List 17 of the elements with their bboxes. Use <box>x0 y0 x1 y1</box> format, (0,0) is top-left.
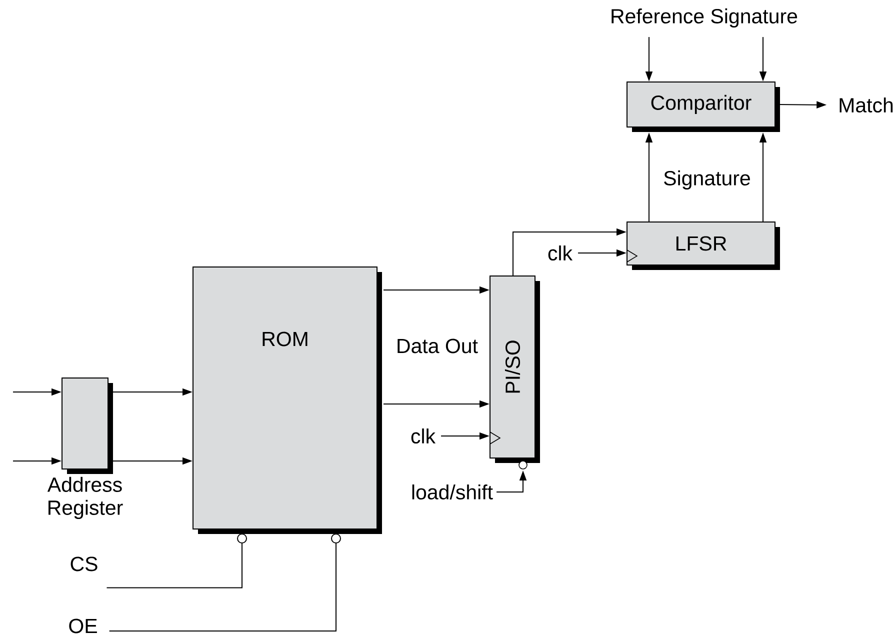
logic-block: Address Register <box>47 377 123 520</box>
bus-label: Data Out <box>398 338 478 354</box>
logic-block: Comparitor <box>626 82 780 132</box>
signal-label: clk <box>548 245 573 261</box>
logic-block: PI/SO <box>490 275 540 470</box>
signal-label: clk <box>411 428 436 444</box>
node-label: Address Register <box>47 476 123 520</box>
signal-line <box>106 533 247 588</box>
logic-block: ROM <box>192 266 382 534</box>
bus-label: Signature <box>664 170 750 190</box>
signal-label: CS <box>70 556 98 572</box>
signal-label: Reference Signature <box>612 8 798 28</box>
signal-line <box>108 533 341 632</box>
signal-label: OE <box>69 618 97 634</box>
signal-label: Match <box>840 97 893 113</box>
logic-block: LFSR <box>626 221 780 270</box>
signal-label: load/shift <box>412 484 493 500</box>
